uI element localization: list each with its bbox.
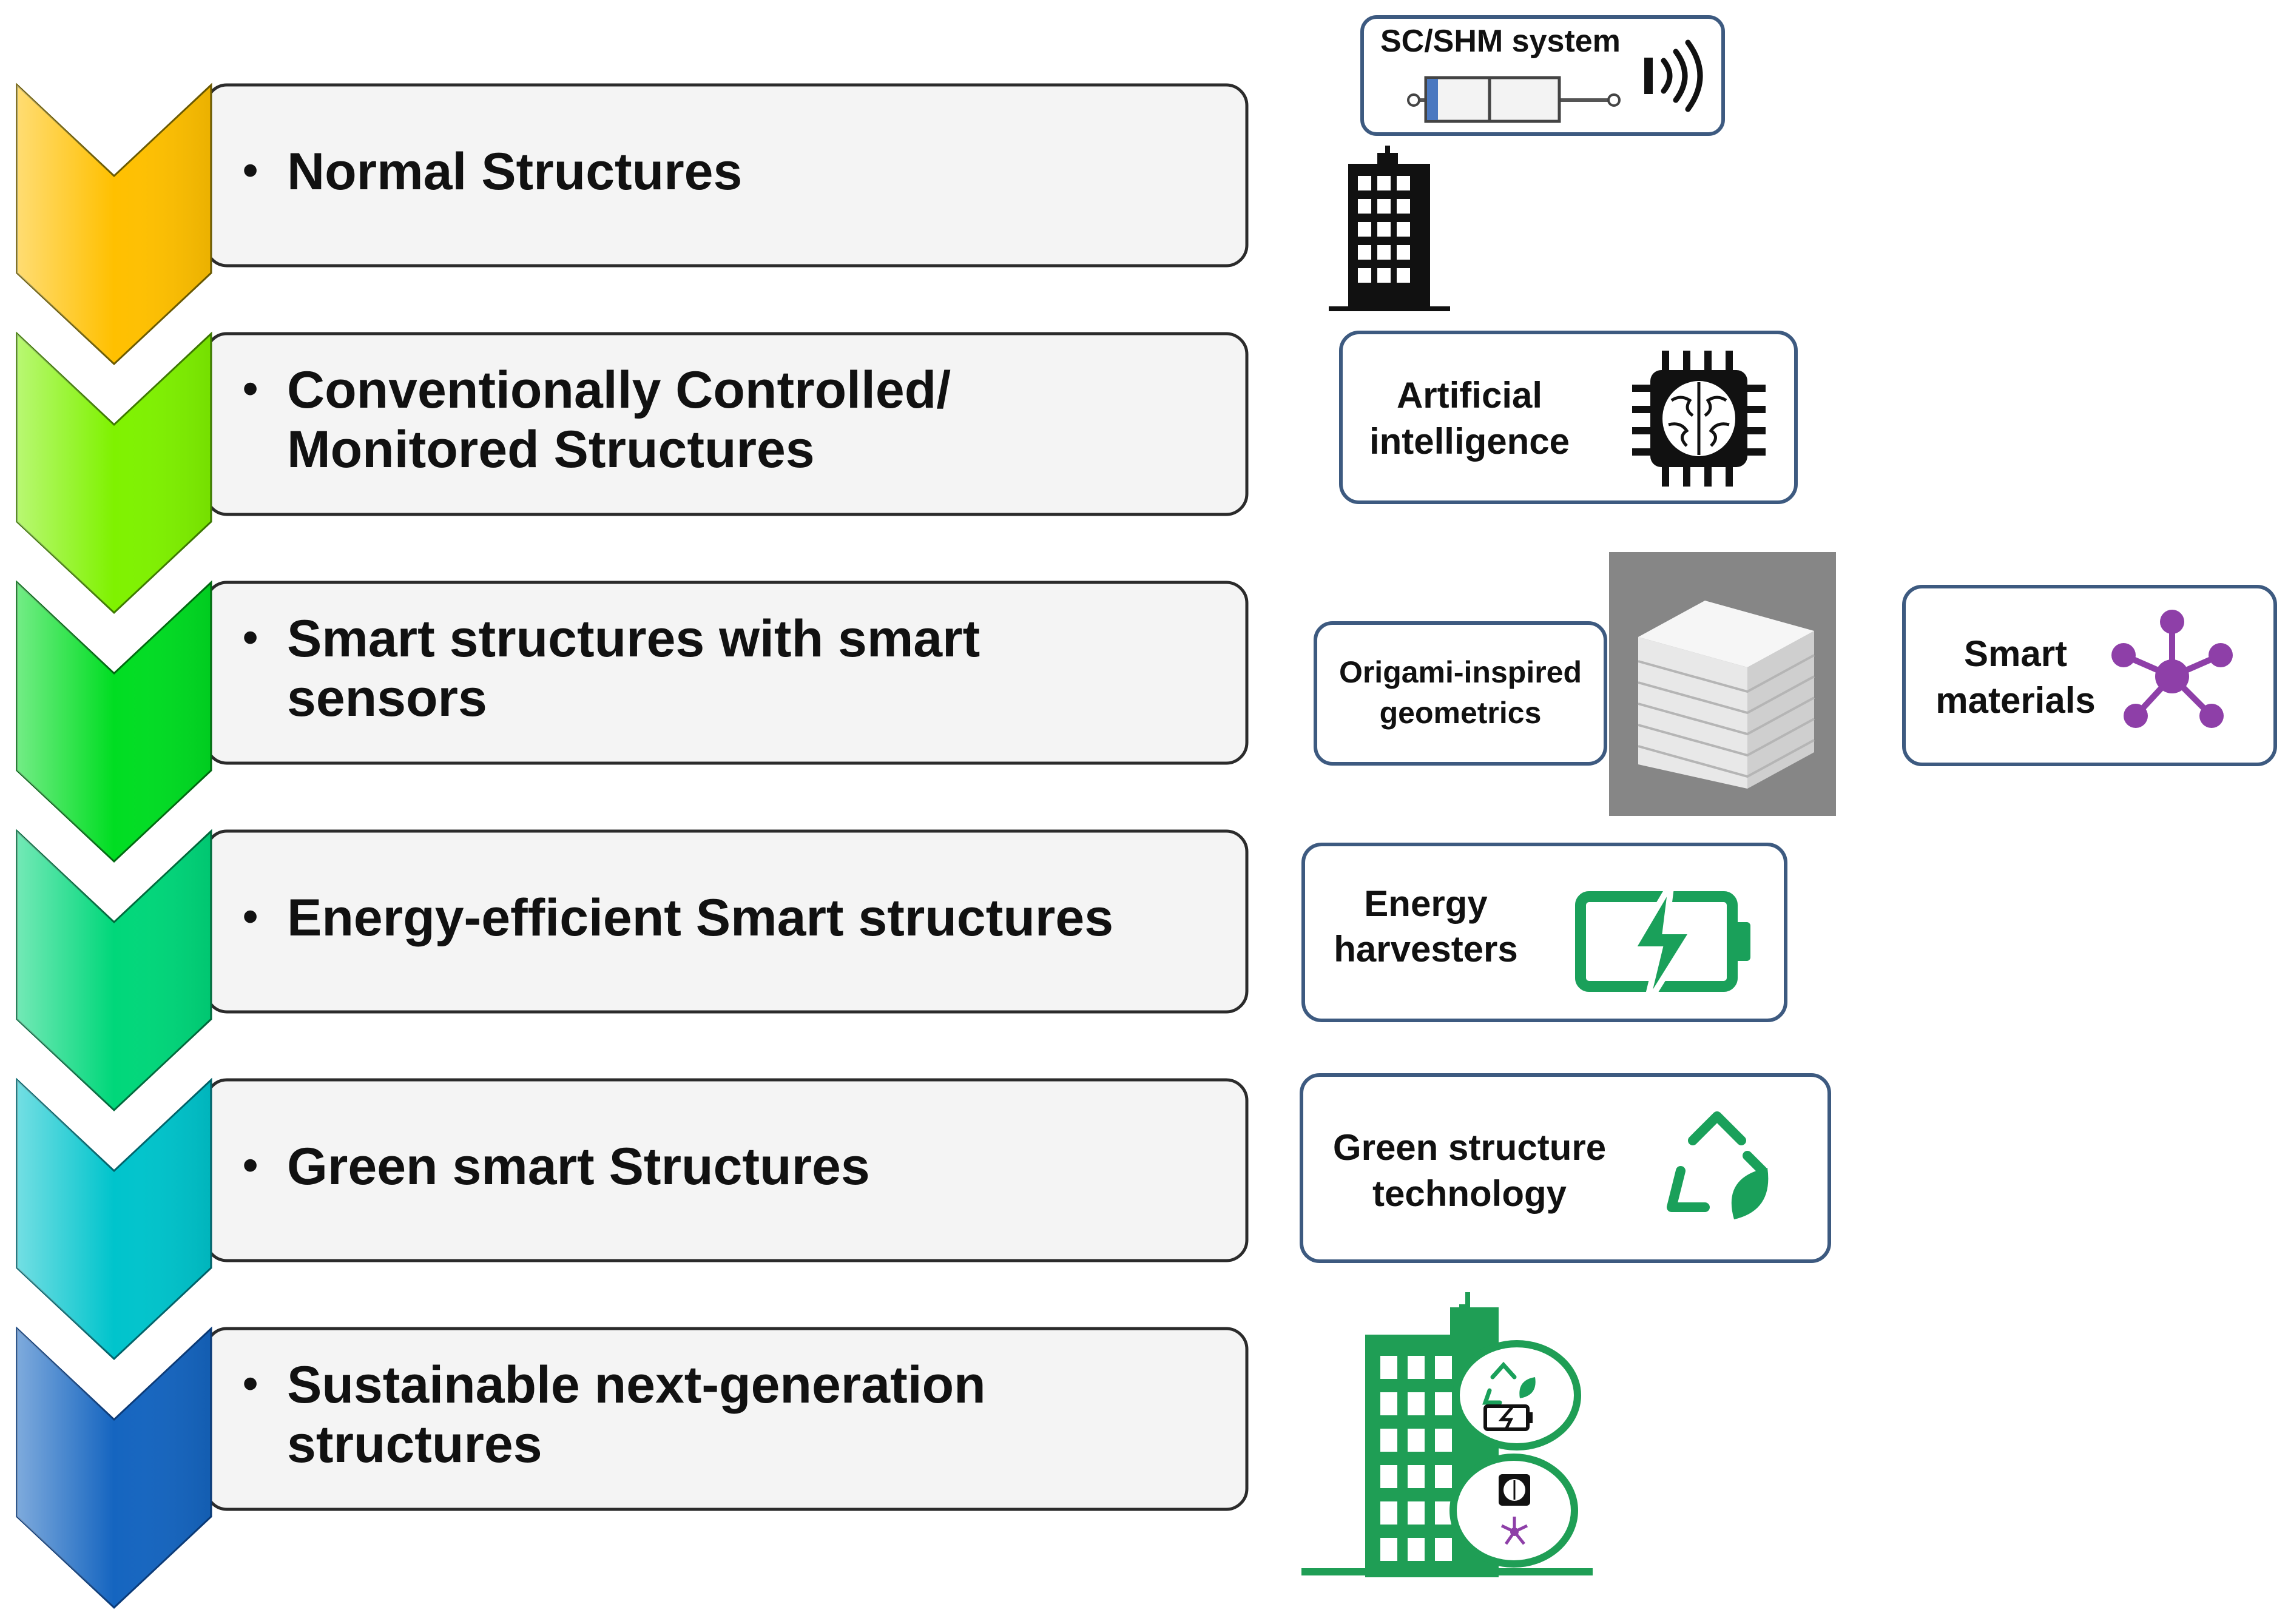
origami-label-line-2: geometrics — [1380, 696, 1542, 730]
stage-5-line-1: Green smart Structures — [287, 1137, 870, 1196]
stage-3: • Smart structures with smart sensors — [16, 580, 1249, 863]
origami-panel: Origami-inspired geometrics — [1314, 621, 1607, 766]
stage-bullet: • — [243, 613, 258, 662]
stage-2-line-1: Conventionally Controlled/ — [287, 361, 951, 419]
stage-4: • Energy-efficient Smart structures — [16, 829, 1249, 1112]
stage-2: • Conventionally Controlled/ Monitored S… — [16, 331, 1249, 615]
green-label-line-2: technology — [1372, 1173, 1567, 1214]
smart-materials-label-line-2: materials — [1935, 680, 2096, 721]
green-label-line-1: Green structure — [1333, 1127, 1606, 1168]
ai-chip-brain-icon — [1632, 351, 1766, 487]
molecule-icon — [2111, 610, 2233, 728]
smart-materials-label-line-1: Smart — [1964, 633, 2067, 674]
recycle-leaf-icon — [1667, 1111, 1769, 1219]
stages: • Normal Structures • Conventionally Con… — [16, 83, 1249, 1609]
origami-label-line-1: Origami-inspired — [1339, 655, 1582, 689]
ai-panel: Artificial intelligence — [1339, 331, 1798, 504]
stage-4-line-1: Energy-efficient Smart structures — [287, 889, 1113, 947]
stage-bullet: • — [243, 892, 258, 941]
stage-3-line-2: sensors — [287, 669, 487, 727]
stage-5: • Green smart Structures — [16, 1077, 1249, 1361]
energy-label-line-2: harvesters — [1334, 929, 1518, 969]
shm-system-panel: SC/SHM system — [1360, 15, 1725, 136]
ai-label-line-2: intelligence — [1369, 421, 1570, 462]
ai-label-line-1: Artificial — [1397, 375, 1542, 416]
smart-materials-panel: Smart materials — [1902, 585, 2277, 766]
energy-label-line-1: Energy — [1364, 883, 1488, 924]
stage-6-line-2: structures — [287, 1415, 542, 1474]
energy-panel: Energy harvesters — [1301, 843, 1787, 1022]
origami-block-photo — [1609, 552, 1836, 816]
stage-2-line-2: Monitored Structures — [287, 420, 815, 479]
stage-bullet: • — [243, 1141, 258, 1190]
shm-system-label: SC/SHM system — [1380, 24, 1621, 59]
stage-bullet: • — [243, 146, 258, 195]
stage-bullet: • — [243, 1360, 258, 1408]
stage-3-line-1: Smart structures with smart — [287, 610, 980, 668]
stage-6: • Sustainable next-generation structures — [16, 1326, 1249, 1609]
stage-bullet: • — [243, 365, 258, 413]
building-icon — [1329, 146, 1450, 311]
battery-bolt-icon — [1575, 881, 1750, 1009]
damper-icon — [1407, 76, 1621, 123]
stage-1-line-1: Normal Structures — [287, 143, 742, 201]
green-panel: Green structure technology — [1300, 1073, 1831, 1263]
wireless-icon — [1644, 39, 1703, 112]
stage-1: • Normal Structures — [16, 83, 1249, 366]
green-building-icon — [1301, 1292, 1593, 1577]
stage-6-line-1: Sustainable next-generation — [287, 1356, 986, 1414]
